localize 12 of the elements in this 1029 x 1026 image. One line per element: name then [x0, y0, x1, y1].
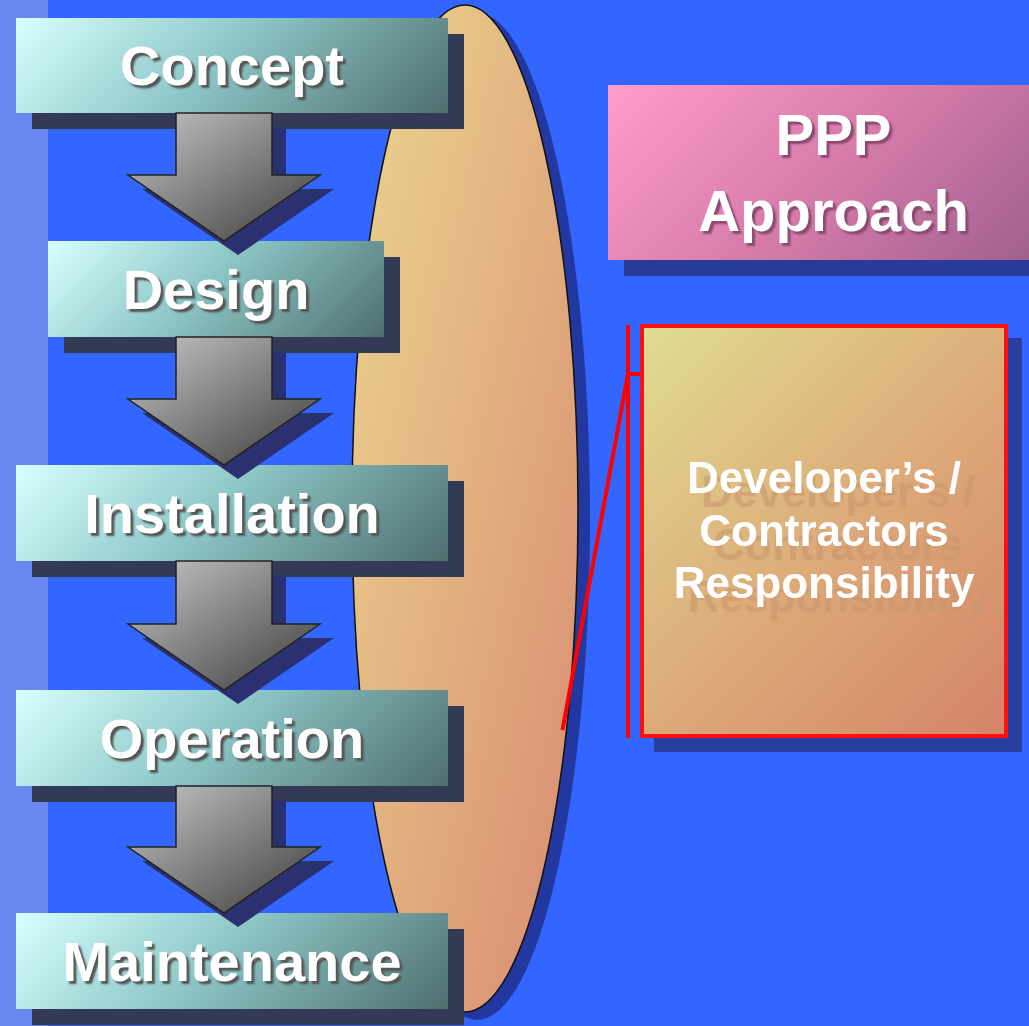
node-label: Concept — [120, 33, 344, 98]
block-arrow — [125, 785, 334, 927]
callout-line — [560, 372, 640, 731]
node-label: Developer’s / Contractors Responsibility — [672, 451, 976, 610]
node-label: Operation — [99, 705, 365, 771]
node-label: Design — [122, 256, 310, 322]
node-label: PPP Approach — [697, 101, 970, 245]
node-label: Installation — [84, 480, 380, 546]
block-arrow — [125, 560, 334, 704]
node-label: Maintenance — [62, 928, 402, 994]
block-arrow — [125, 112, 334, 255]
block-arrow — [125, 336, 334, 479]
